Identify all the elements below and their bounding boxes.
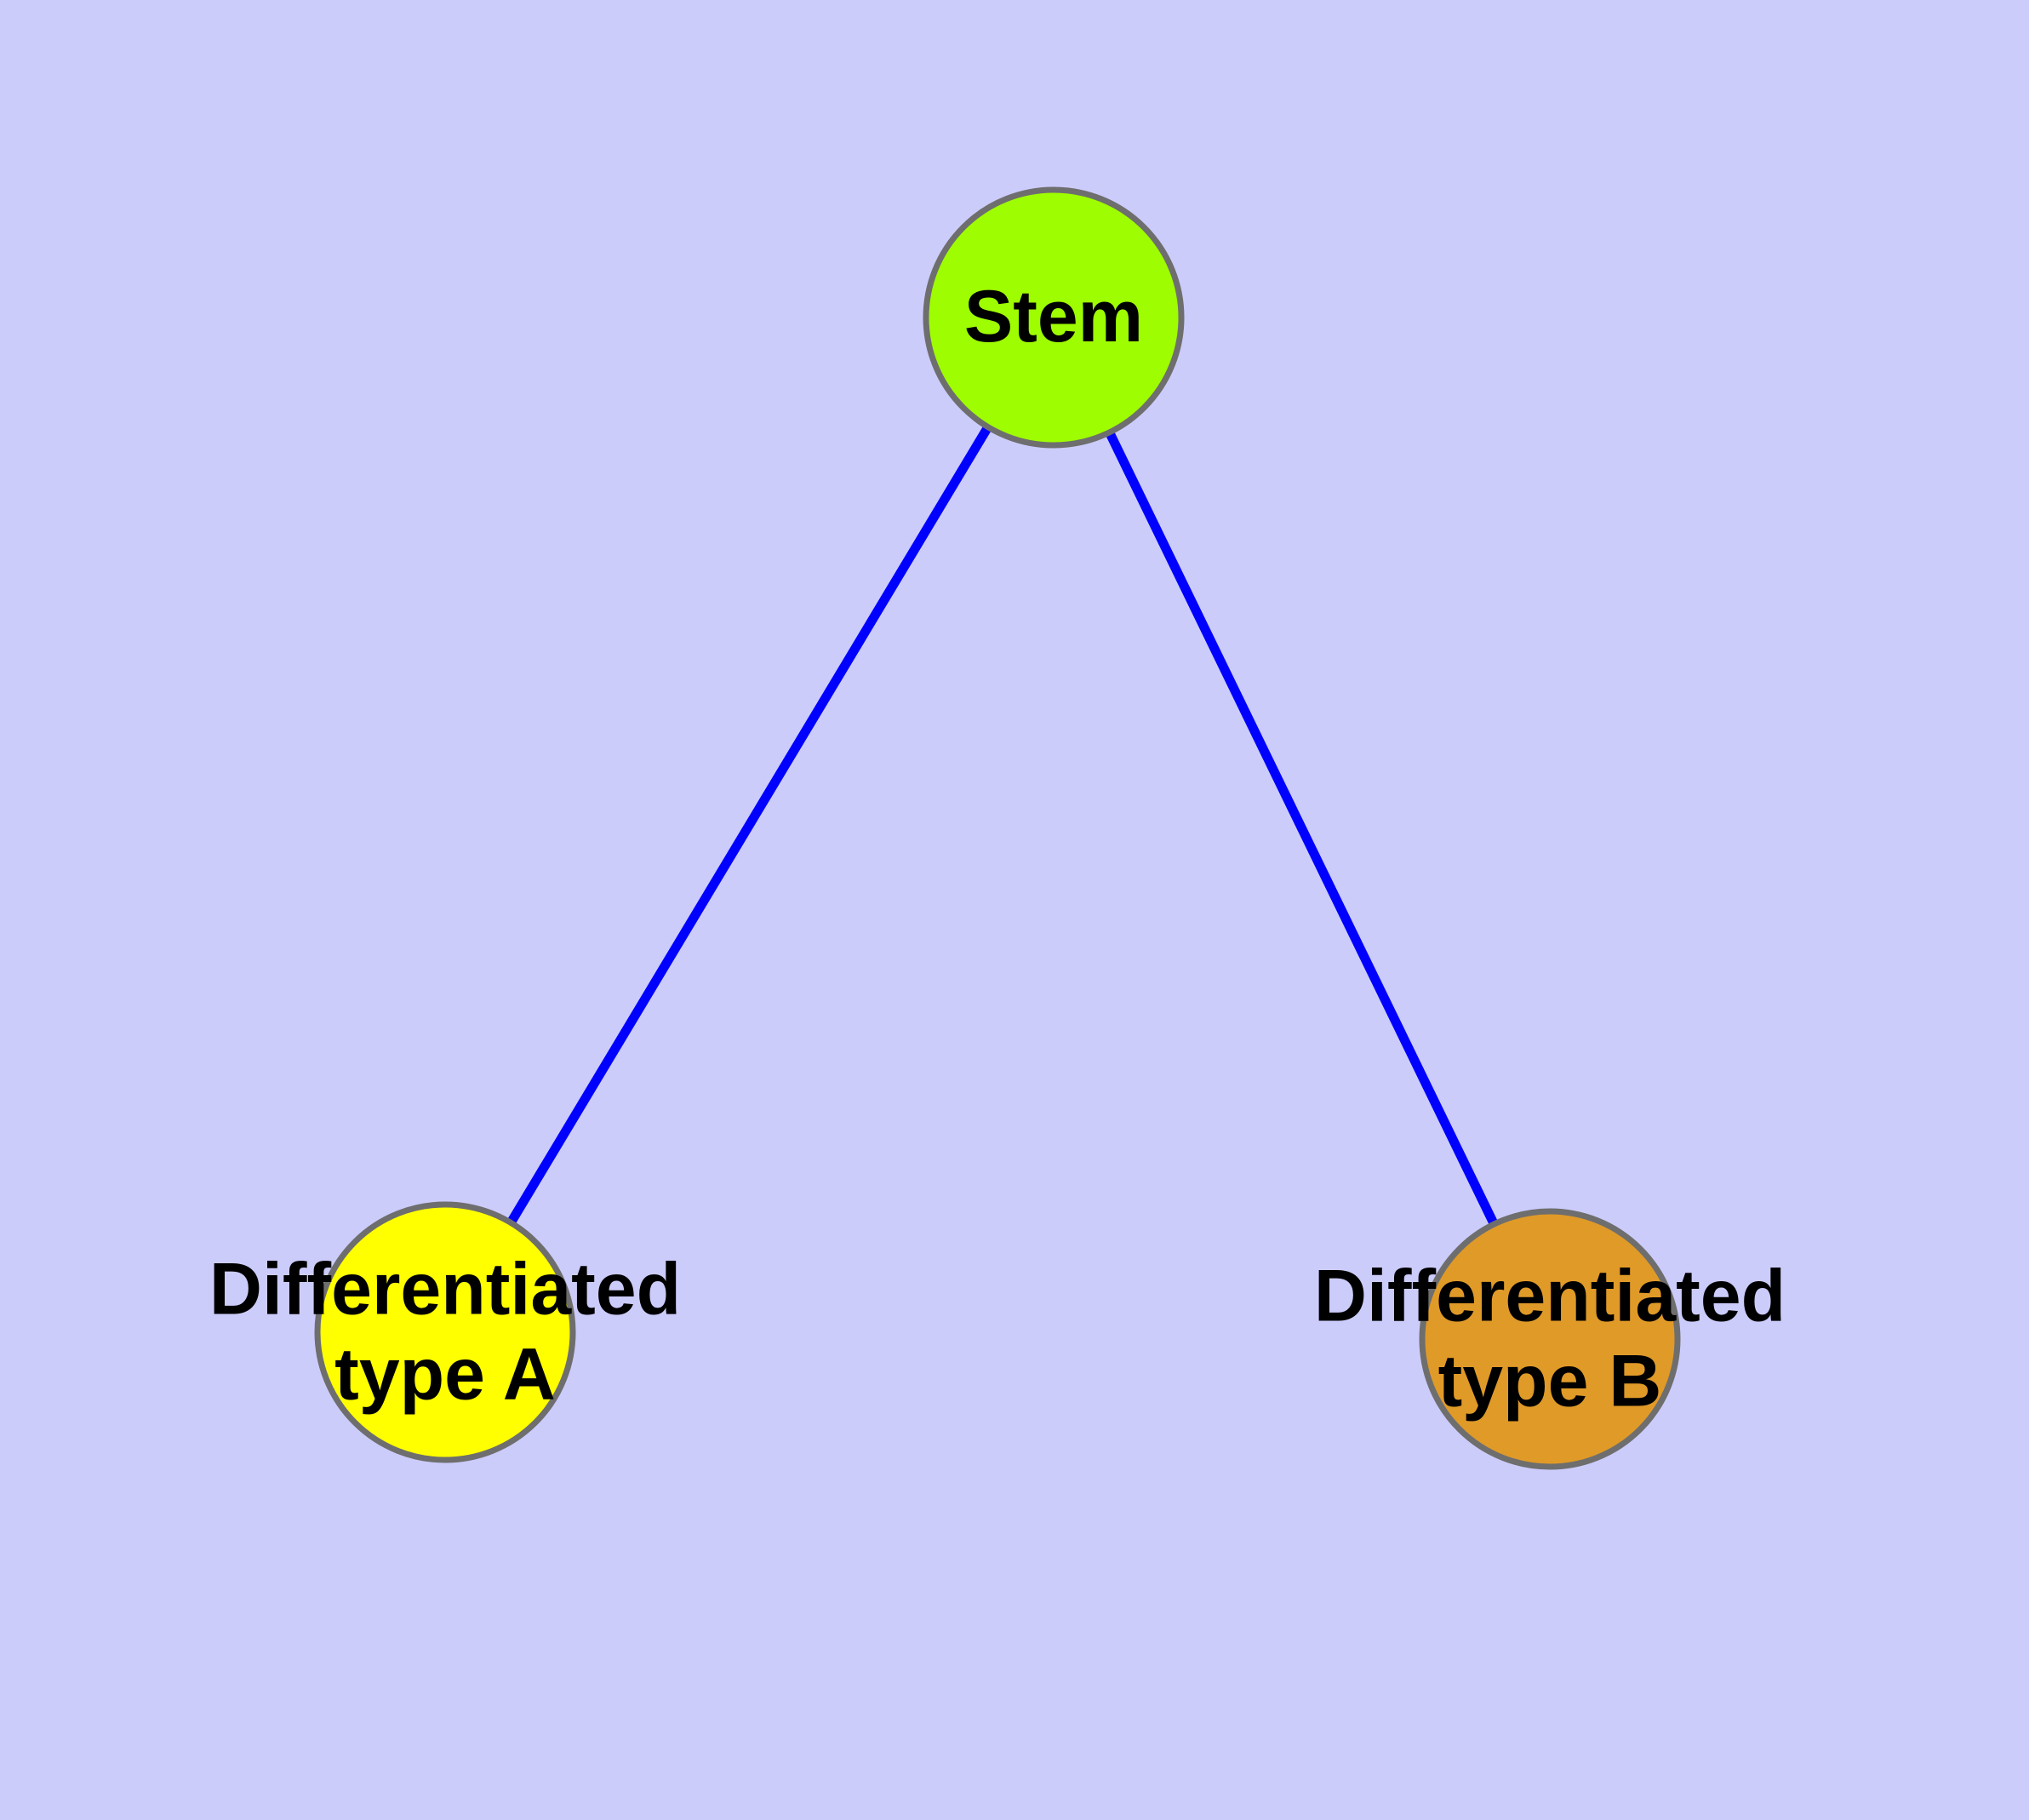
graph-edge-stem-to-diff_a[interactable] (441, 315, 1058, 1335)
node-layer (314, 186, 1681, 1470)
graph-node-diff_b[interactable] (1419, 1208, 1681, 1470)
graph-node-stem[interactable] (923, 186, 1185, 449)
graph-edge-stem-to-diff_b[interactable] (1049, 315, 1554, 1342)
graph-node-diff_a[interactable] (314, 1201, 576, 1463)
edge-layer (441, 315, 1554, 1342)
